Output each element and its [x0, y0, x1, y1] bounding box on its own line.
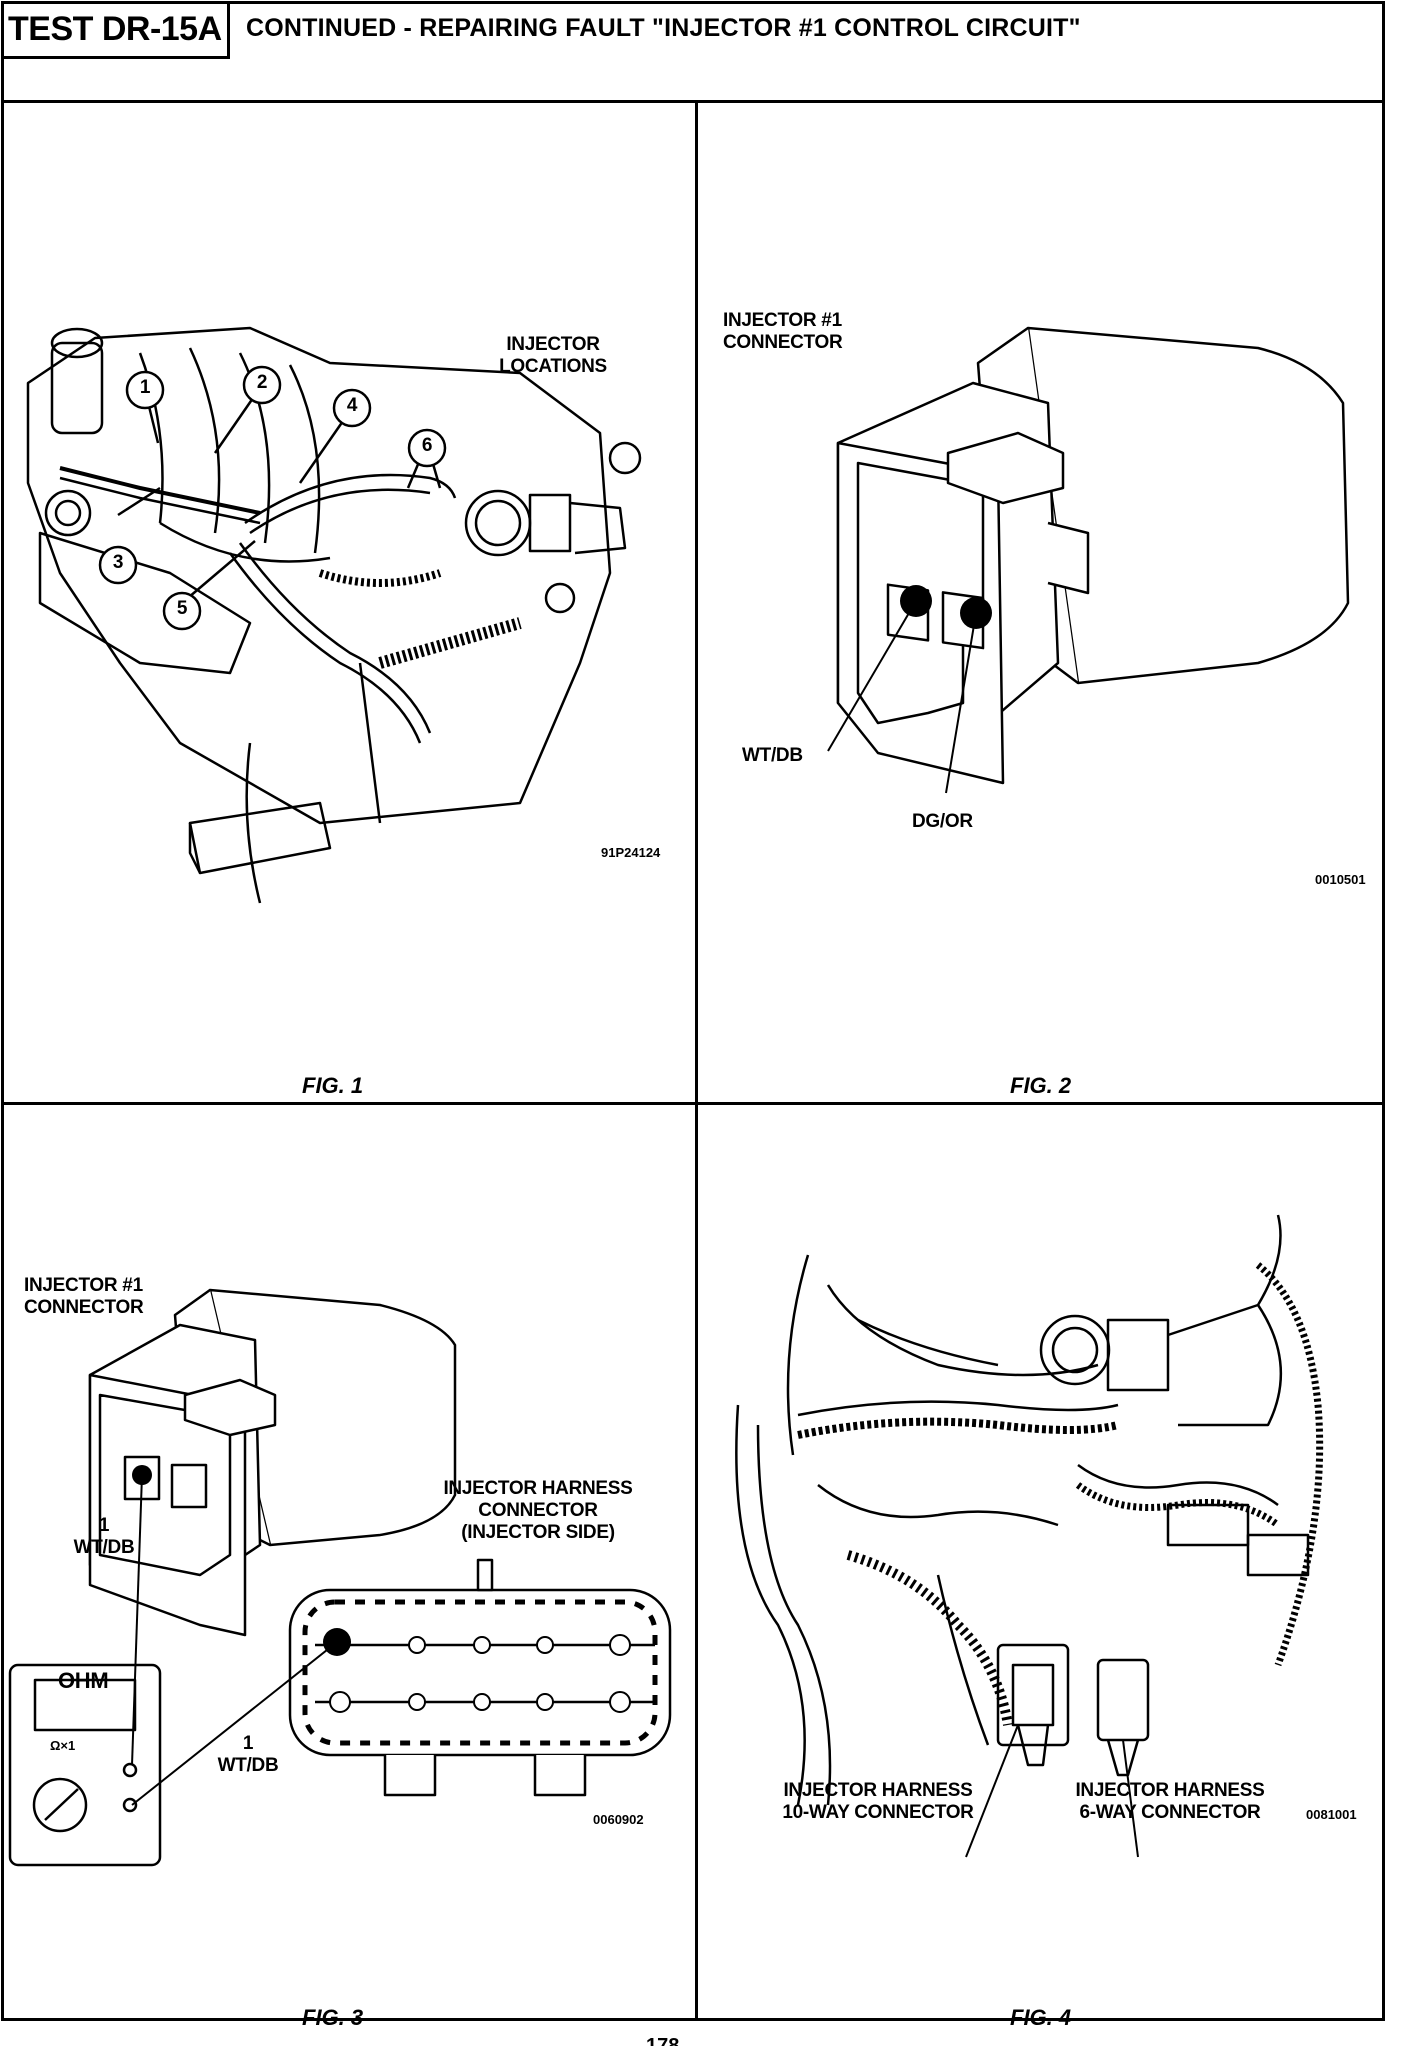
fig4-10-way-line1: INJECTOR HARNESS	[783, 1780, 973, 1801]
meter-range: Ω×1	[50, 1738, 76, 1753]
meter-display: OHM	[58, 1668, 109, 1693]
callout-1-label: 1	[139, 377, 151, 398]
fig4-6-way-label: INJECTOR HARNESS 6-WAY CONNECTOR	[1060, 1780, 1280, 1824]
injector-connector-illustration	[827, 326, 1350, 794]
ohmmeter-test-illustration	[8, 1288, 672, 1867]
callout-1-icon	[125, 370, 165, 410]
fig3-harness-line2: CONNECTOR	[478, 1500, 598, 1521]
fig4-6-way-line1: INJECTOR HARNESS	[1075, 1780, 1265, 1801]
fig2-label-line1: INJECTOR #1	[723, 310, 842, 331]
middle-divider	[1, 1102, 1385, 1105]
fig3-caption: FIG. 3	[302, 2005, 364, 2030]
fig3-pin-b-wire: WT/DB	[217, 1755, 279, 1776]
fig4-10-way-label: INJECTOR HARNESS 10-WAY CONNECTOR	[773, 1780, 983, 1824]
fig3-code: 0060902	[593, 1812, 644, 1827]
fig4-10-way-line2: 10-WAY CONNECTOR	[782, 1802, 974, 1823]
center-divider	[695, 103, 698, 2021]
callout-6-icon	[407, 428, 447, 468]
page-border	[1, 1, 1385, 2021]
injector-locations-label: INJECTOR LOCATIONS	[478, 334, 628, 378]
test-id-box: TEST DR-15A	[1, 1, 230, 59]
fig4-code: 0081001	[1306, 1807, 1357, 1822]
fig2-label-line2: CONNECTOR	[723, 332, 843, 353]
callout-4-label: 4	[346, 395, 358, 416]
engine-illustration	[26, 326, 642, 904]
callout-6-label: 6	[421, 435, 433, 456]
fig3-pin-a-wire: WT/DB	[73, 1537, 135, 1558]
callout-5-icon	[162, 591, 202, 631]
callout-2-icon	[242, 365, 282, 405]
fig1-caption: FIG. 1	[302, 1073, 364, 1098]
fig1-code: 91P24124	[601, 845, 661, 860]
fig3-harness-line1: INJECTOR HARNESS	[443, 1478, 633, 1499]
callout-5-label: 5	[176, 598, 188, 619]
fig2-caption: FIG. 2	[1010, 1073, 1072, 1098]
callout-3-label: 3	[112, 552, 124, 573]
injector-locations-line2: LOCATIONS	[499, 356, 607, 377]
page-number: 178	[646, 2035, 680, 2046]
fig4-caption: FIG. 4	[1010, 2005, 1072, 2030]
fig3-pin-b-number: 1	[242, 1733, 254, 1754]
callout-4-icon	[332, 388, 372, 428]
header-divider	[1, 100, 1385, 103]
fig2-wire-wt-db: WT/DB	[742, 745, 803, 766]
fig3-harness-line3: (INJECTOR SIDE)	[461, 1522, 615, 1543]
fig3-connector-line2: CONNECTOR	[24, 1297, 144, 1318]
fig4-6-way-line2: 6-WAY CONNECTOR	[1079, 1802, 1261, 1823]
callout-3-icon	[98, 545, 138, 585]
injector-locations-line1: INJECTOR	[506, 334, 600, 355]
fig3-pin-a-label: 1 WT/DB	[64, 1515, 144, 1559]
fig3-connector-line1: INJECTOR #1	[24, 1275, 143, 1296]
fig3-connector-label: INJECTOR #1 CONNECTOR	[24, 1275, 144, 1319]
fig3-harness-label: INJECTOR HARNESS CONNECTOR (INJECTOR SID…	[423, 1478, 653, 1544]
fig2-wire-dg-or: DG/OR	[912, 811, 973, 832]
fig2-connector-label: INJECTOR #1 CONNECTOR	[723, 310, 843, 354]
fig3-pin-a-number: 1	[98, 1515, 110, 1536]
fig2-code: 0010501	[1315, 872, 1366, 887]
page-title: CONTINUED - REPAIRING FAULT "INJECTOR #1…	[246, 14, 1081, 42]
fig3-pin-b-label: 1 WT/DB	[208, 1733, 288, 1777]
harness-connectors-illustration	[735, 1214, 1324, 1858]
callout-2-label: 2	[256, 372, 268, 393]
